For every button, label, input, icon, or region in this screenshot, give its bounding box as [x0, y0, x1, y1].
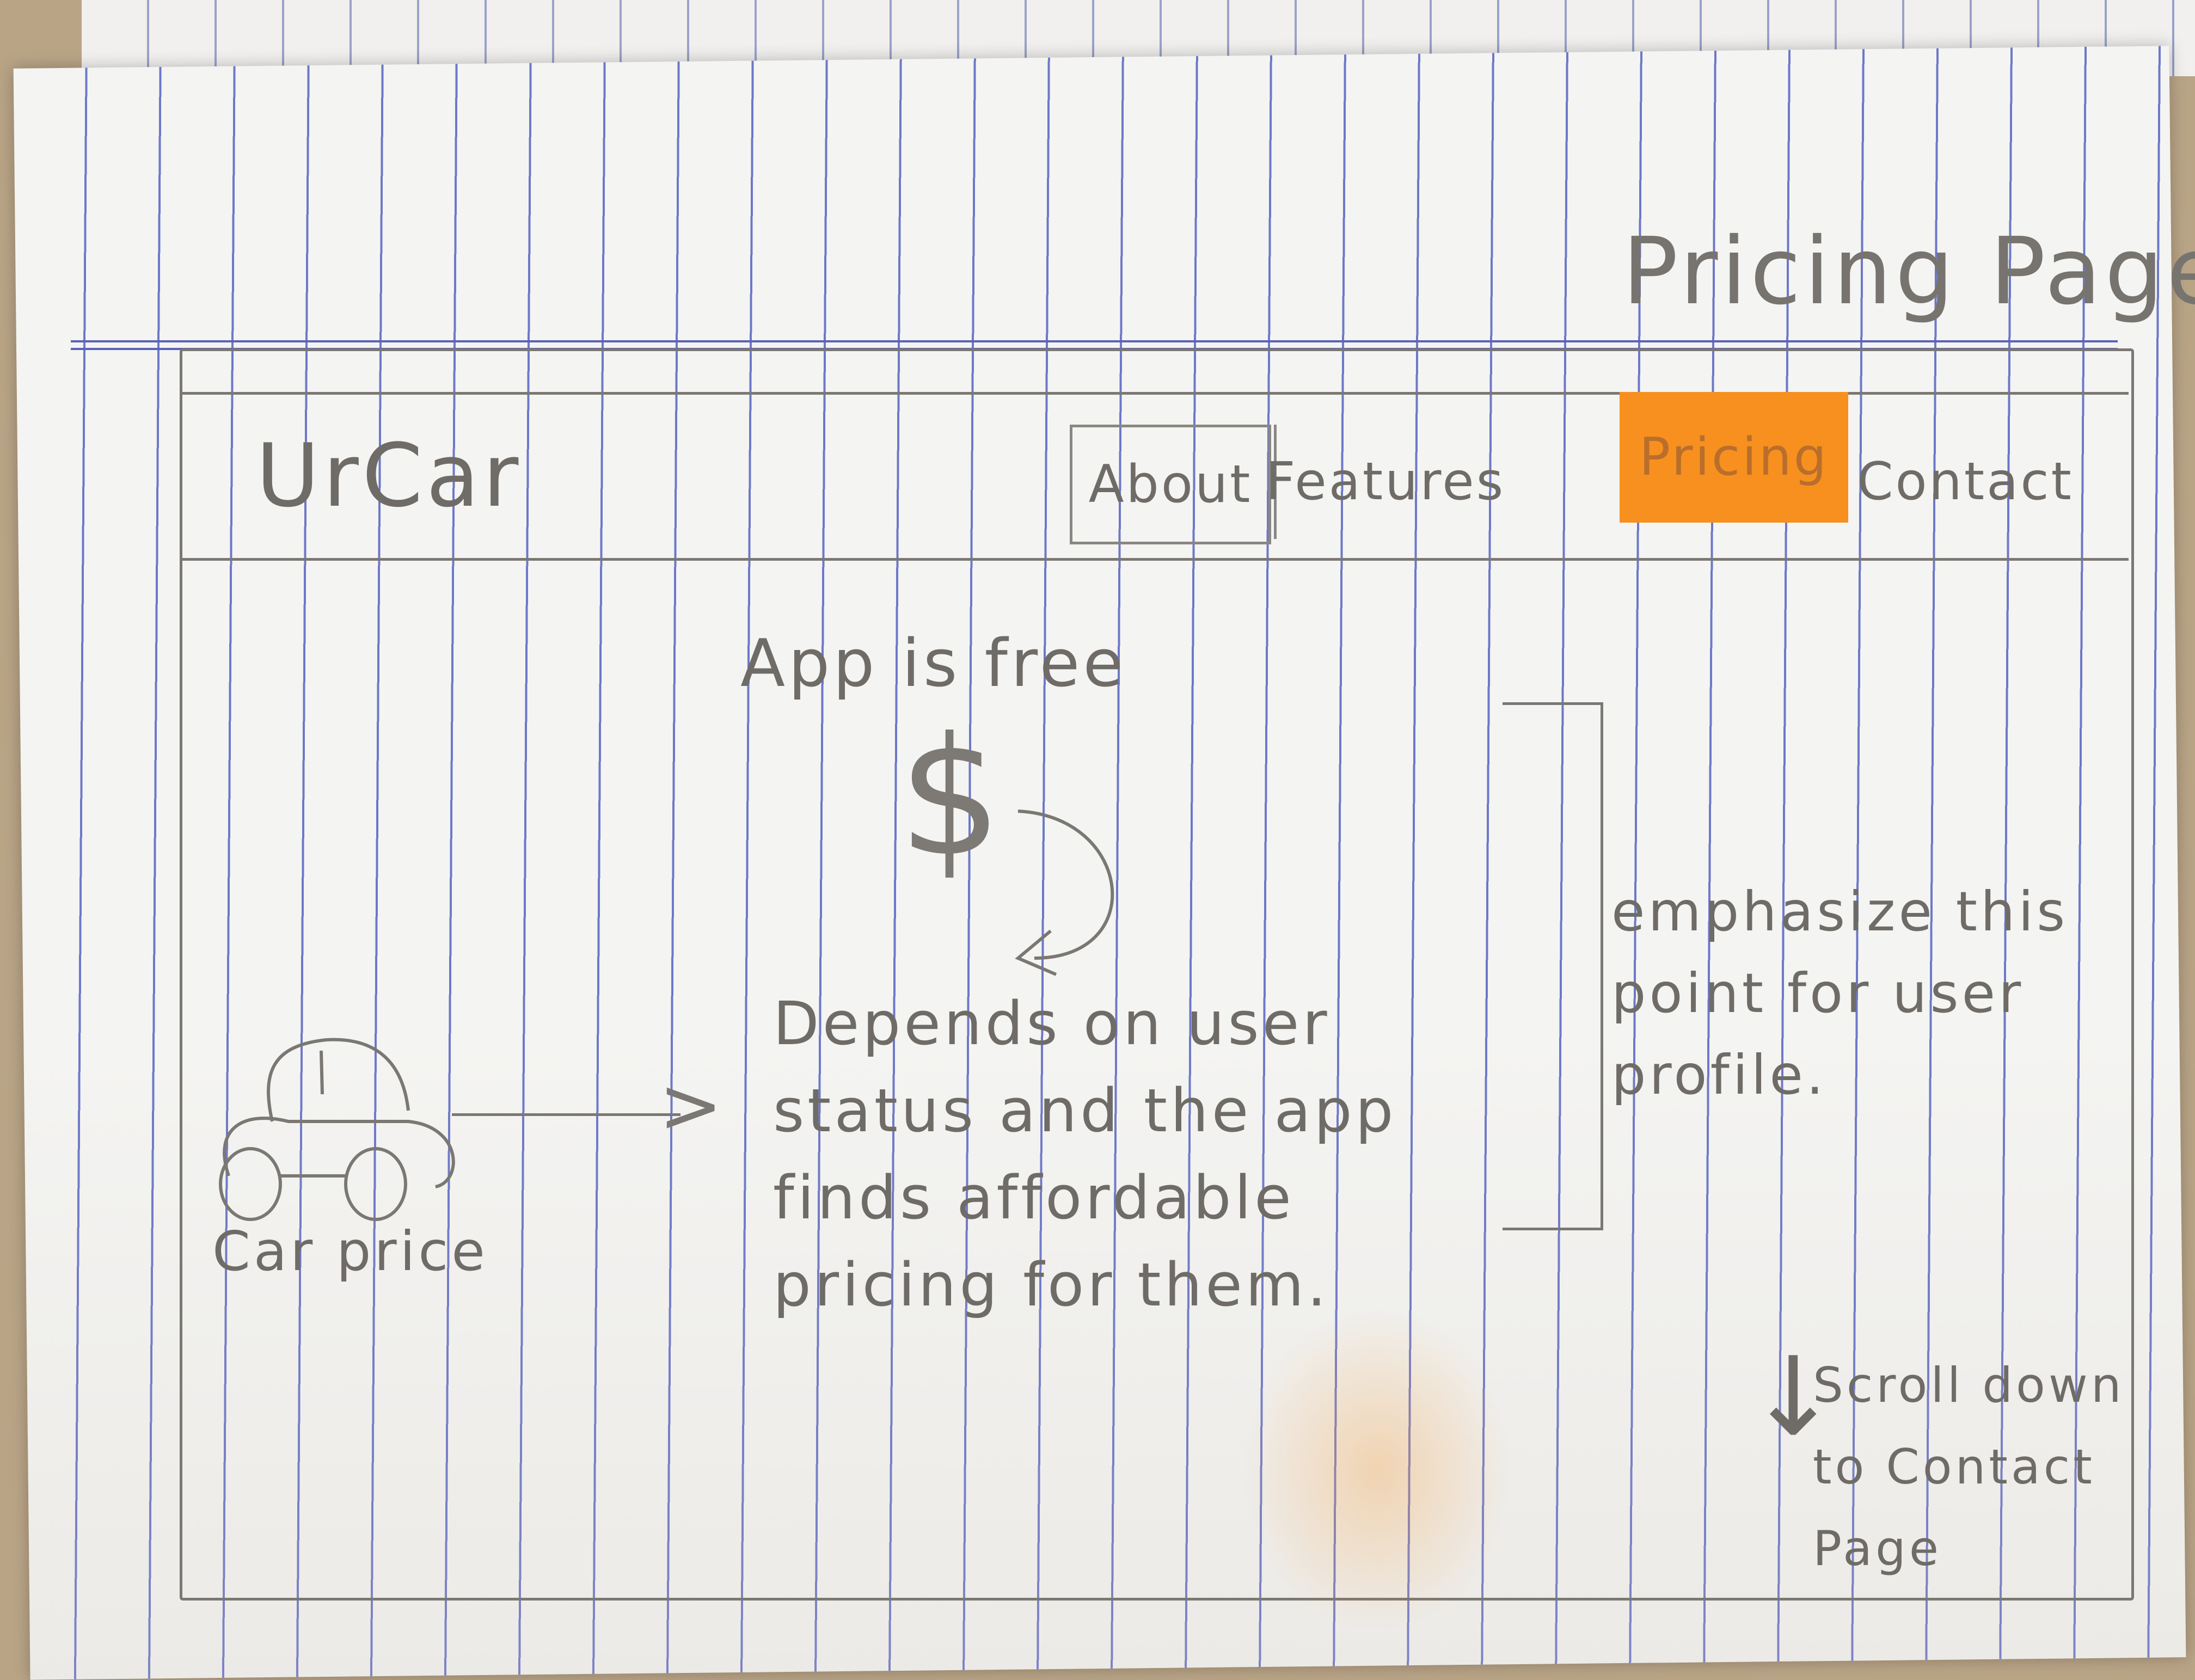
- page-title: Pricing Page: [1622, 218, 2195, 326]
- depends-text: Depends on user status and the app finds…: [773, 989, 1397, 1320]
- emphasis-bracket: [1503, 702, 1603, 1230]
- brand-logo[interactable]: UrCar: [256, 425, 522, 526]
- free-headline: App is free: [740, 626, 1127, 702]
- navbar: [180, 392, 2129, 561]
- orange-smudge: [1241, 1307, 1513, 1633]
- dollar-icon: $: [898, 702, 1005, 892]
- scroll-note: Scroll down to Contact Page: [1813, 1357, 2125, 1577]
- arrow-right-icon: >: [659, 1062, 726, 1150]
- car-price-label: Car price: [212, 1219, 488, 1283]
- background-notebook: [82, 0, 2195, 76]
- arrow-line: [452, 1113, 680, 1116]
- nav-item-features[interactable]: Features: [1266, 425, 1503, 539]
- nav-item-pricing[interactable]: Pricing: [1620, 392, 1848, 523]
- wireframe-frame: [180, 348, 2134, 1601]
- curved-arrow-icon: [1015, 810, 1114, 976]
- arrow-down-icon: ↓: [1748, 1334, 1842, 1461]
- nav-item-about[interactable]: About: [1070, 425, 1271, 544]
- car-sketch-icon: [219, 1038, 455, 1221]
- nav-item-contact[interactable]: Contact: [1857, 452, 2074, 512]
- emphasis-note: emphasize this point for user profile.: [1611, 880, 2069, 1107]
